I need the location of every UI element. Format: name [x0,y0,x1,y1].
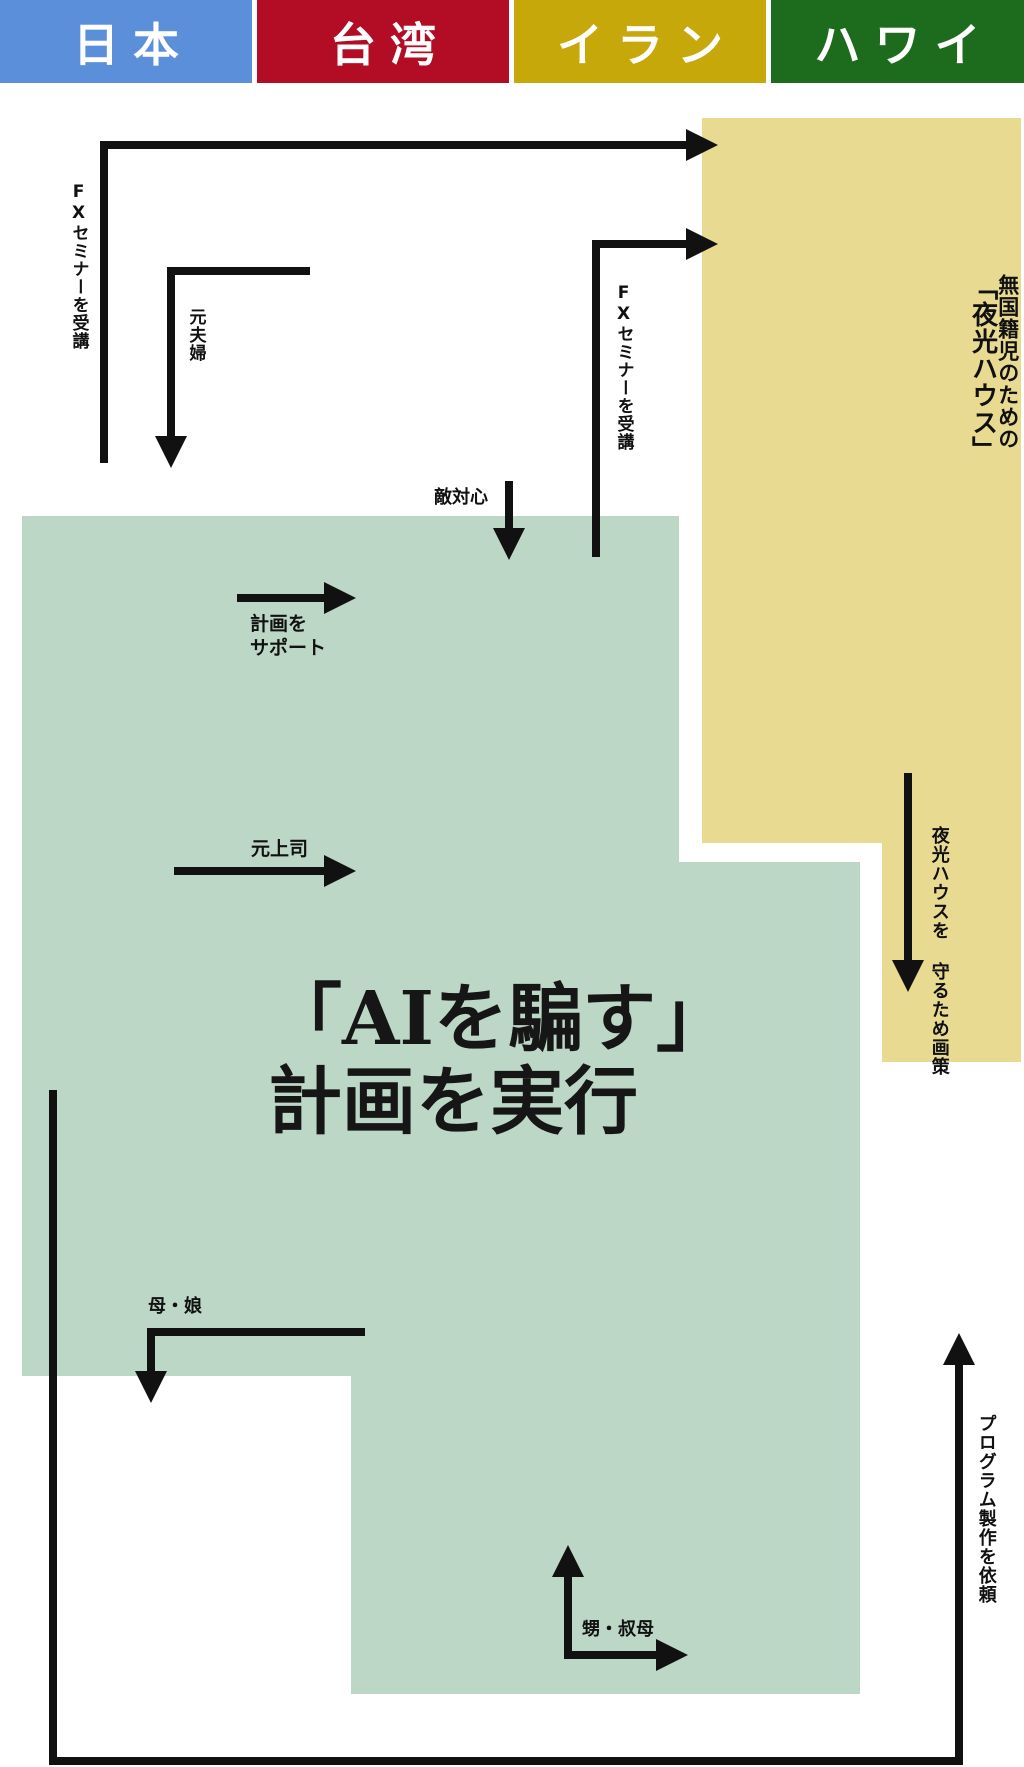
tab-iran: イラン [514,0,766,83]
tab-hawaii: ハワイ [771,0,1024,83]
label-ex-couple: 元夫婦 [185,308,206,362]
arrow-mother-daughter [135,1328,365,1403]
tab-taiwan: 台湾 [257,0,509,83]
plan-area-title-line1: 「AIを騙す」 [268,976,731,1062]
house-area-title-line1: 無国籍児のための [995,274,1021,450]
label-former-boss: 元上司 [251,838,309,860]
tab-japan: 日本 [0,0,252,83]
label-hostility: 敵対心 [434,487,488,508]
plan-area-title-line2: 計画を実行 [268,1058,638,1145]
arrow-fx-seminar-left [100,129,718,463]
plan-area-title: 「AIを騙す」 計画を実行 [268,978,788,1144]
arrow-program-request [49,1090,975,1765]
label-protect-house: 夜光ハウスを 守るため画策 [928,826,950,1076]
house-area-title-line2: 「夜光ハウス」 [967,274,998,463]
label-support-plan: 計画を サポート [250,613,327,659]
house-area [702,118,1021,1062]
label-fx-seminar-left: FXセミナーを受講 [68,182,89,350]
arrow-ex-couple [155,267,310,468]
plan-area [22,516,860,1694]
arrow-fx-seminar-right [592,228,718,557]
label-mother-daughter: 母・娘 [148,1296,202,1317]
arrow-nephew-aunt [564,1565,688,1671]
label-nephew-aunt: 甥・叔母 [582,1619,654,1640]
label-fx-seminar-right: FXセミナーを受講 [613,283,634,451]
label-program-request: プログラム製作を依頼 [975,1414,997,1604]
house-area-title: 無国籍児のための 「夜光ハウス」 [967,274,1021,463]
